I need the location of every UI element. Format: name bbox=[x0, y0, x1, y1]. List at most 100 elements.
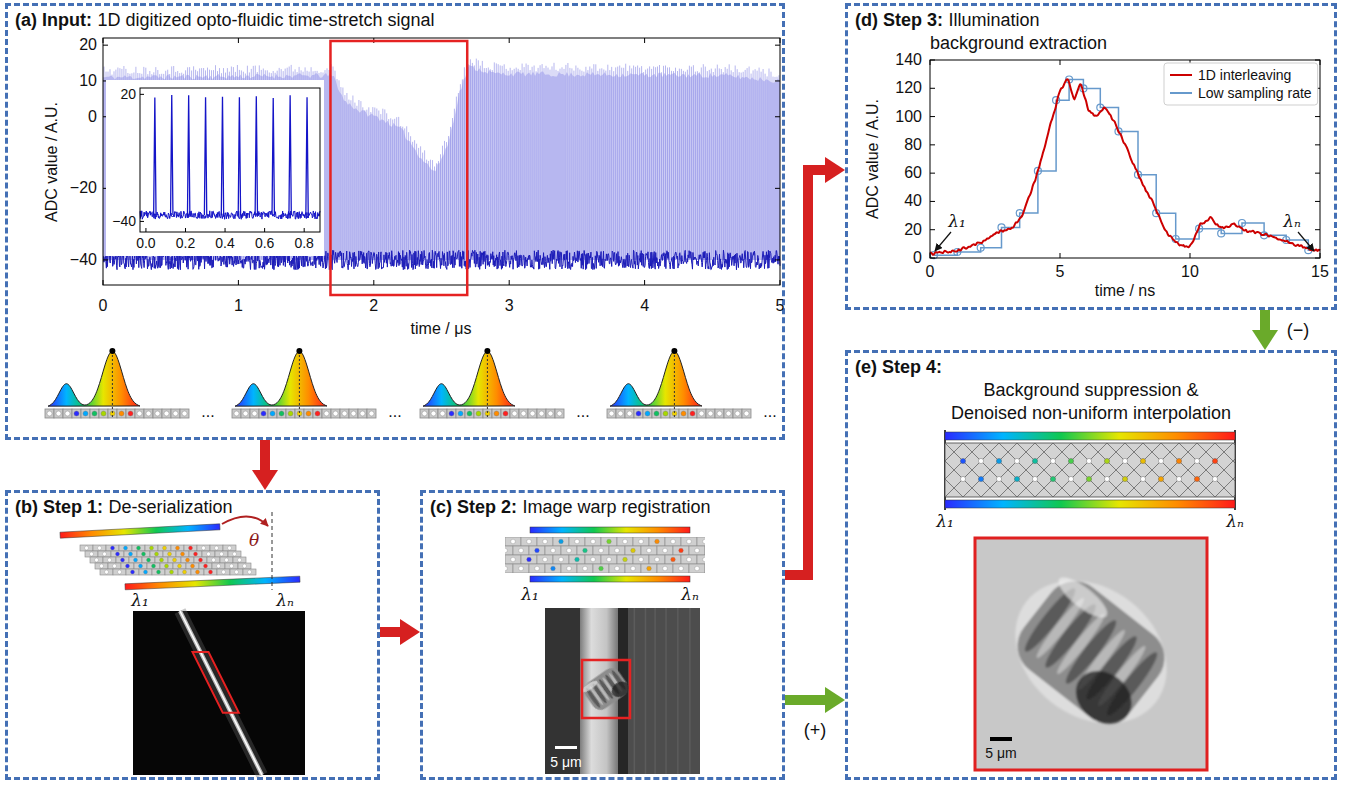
wavelength-bar bbox=[530, 527, 690, 533]
pixel-cell bbox=[617, 555, 633, 564]
tick-label: 2 bbox=[369, 297, 378, 315]
pixel-dot bbox=[639, 557, 644, 562]
pixel-dot bbox=[557, 411, 562, 416]
inset-baseline bbox=[140, 211, 320, 219]
pixel-cell bbox=[607, 409, 616, 418]
pixel-cell bbox=[529, 546, 545, 555]
pixel-dot bbox=[191, 564, 195, 568]
pixel-dot bbox=[315, 411, 320, 416]
pixel-cell bbox=[593, 546, 609, 555]
edge-label: (+) bbox=[802, 720, 829, 741]
leader-arrow bbox=[1298, 232, 1314, 251]
pixel-dot bbox=[288, 411, 293, 416]
tick-label: 3 bbox=[505, 297, 514, 315]
pixel-cell bbox=[186, 563, 199, 569]
pixel-dot bbox=[139, 564, 143, 568]
leader-arrow bbox=[935, 232, 951, 251]
pixel-cell bbox=[150, 551, 163, 557]
peak-dot bbox=[296, 348, 302, 354]
pixel-dot bbox=[142, 552, 146, 556]
pixel-cell bbox=[689, 546, 705, 555]
pixel-dot bbox=[567, 566, 572, 571]
image-streak bbox=[677, 608, 679, 774]
pixel-cell bbox=[681, 537, 697, 546]
pixel-dot bbox=[252, 411, 257, 416]
brick-rows bbox=[505, 537, 705, 573]
tick-mark bbox=[1060, 60, 1061, 258]
tick-label: 0.2 bbox=[176, 235, 195, 251]
pixel-cell bbox=[697, 537, 705, 546]
peak-line bbox=[299, 351, 300, 418]
sample-dot bbox=[1122, 458, 1127, 463]
pixel-cell bbox=[286, 409, 295, 418]
cell-body bbox=[580, 665, 631, 714]
pixel-dot bbox=[121, 558, 125, 562]
pixel-dot bbox=[559, 539, 564, 544]
peak-line bbox=[112, 351, 113, 418]
sample-dot bbox=[960, 476, 965, 481]
step-panel: (b) Step 1:De-serialization bbox=[5, 490, 380, 780]
pixel-cell bbox=[228, 551, 241, 557]
tick-label: 1 bbox=[234, 297, 243, 315]
step-panel: (e) Step 4:Background suppression & Deno… bbox=[845, 350, 1337, 780]
image-streak-core bbox=[180, 611, 262, 775]
pixel-dot bbox=[511, 539, 516, 544]
legend-text: 1D interleaving bbox=[1198, 67, 1291, 83]
hatch-line bbox=[1233, 443, 1235, 497]
pixel-dot bbox=[65, 411, 70, 416]
panel-heading: (d) Step 3:Illumination background extra… bbox=[855, 9, 1130, 55]
pixel-dot bbox=[360, 411, 365, 416]
plot-frame bbox=[930, 60, 1320, 258]
pixel-dot bbox=[535, 566, 540, 571]
pixel-cell bbox=[456, 409, 465, 418]
pixel-cell bbox=[665, 555, 681, 564]
pixel-dot bbox=[137, 546, 141, 550]
pixel-cell bbox=[340, 409, 349, 418]
image-streak bbox=[654, 608, 656, 774]
pixel-dot bbox=[176, 546, 180, 550]
hatch-line bbox=[1053, 443, 1107, 497]
spectrum-pulse bbox=[48, 351, 140, 406]
legend-swatch bbox=[1170, 74, 1192, 76]
raw-image bbox=[133, 611, 305, 775]
step-label: (d) Step 3: bbox=[855, 10, 943, 30]
image-right bbox=[628, 608, 700, 774]
pixel-dot bbox=[173, 558, 177, 562]
pixel-cell bbox=[178, 569, 191, 575]
sample-dot bbox=[1014, 458, 1019, 463]
pixel-dot bbox=[647, 548, 652, 553]
pixel-dot bbox=[679, 548, 684, 553]
legend-frame bbox=[1164, 63, 1318, 105]
pixel-dot bbox=[207, 552, 211, 556]
pixel-dot bbox=[369, 411, 374, 416]
cell-shadow bbox=[609, 678, 632, 700]
pixel-dot bbox=[209, 570, 213, 574]
pixel-cell bbox=[577, 564, 593, 573]
pixel-dot bbox=[108, 558, 112, 562]
sample-marker bbox=[1239, 219, 1246, 226]
tick-mark bbox=[930, 173, 1320, 174]
pixel-cell bbox=[72, 409, 81, 418]
pixel-cell bbox=[93, 545, 106, 551]
flow-arrow bbox=[380, 619, 420, 645]
tick-label: 4 bbox=[640, 297, 649, 315]
pixel-cell bbox=[585, 537, 601, 546]
sample-dot bbox=[978, 476, 983, 481]
sample-dot bbox=[960, 458, 965, 463]
tick-mark bbox=[930, 229, 1320, 230]
spectrum-pulse bbox=[610, 351, 702, 406]
tick-mark bbox=[103, 38, 104, 285]
interpolation-sketch bbox=[873, 430, 1305, 770]
step-label: (e) Step 4: bbox=[855, 356, 1327, 379]
background-plot bbox=[930, 60, 1320, 259]
wavelength-label: λ₁ bbox=[521, 585, 539, 605]
pixel-cell bbox=[561, 564, 577, 573]
tick-label: 40 bbox=[904, 192, 922, 210]
pixel-cell bbox=[616, 409, 625, 418]
pixel-cell bbox=[90, 557, 103, 563]
step-title: Image warp registration bbox=[522, 497, 710, 517]
sample-dot bbox=[1068, 476, 1073, 481]
arrow-shaft bbox=[785, 695, 826, 705]
pixel-dot bbox=[182, 411, 187, 416]
hatch-line bbox=[1215, 443, 1235, 497]
